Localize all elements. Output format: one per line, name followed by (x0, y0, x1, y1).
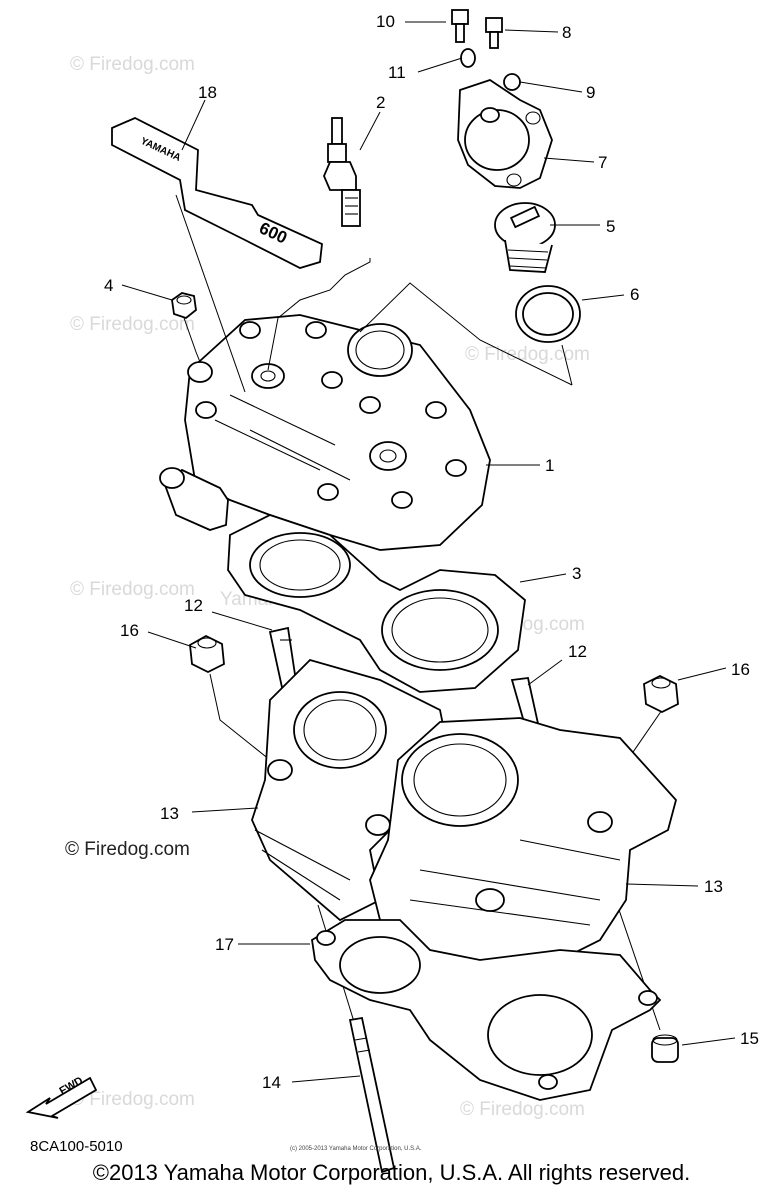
part-13-cylinder-left (251, 658, 451, 922)
part-15-nut (651, 1034, 679, 1063)
callout-9: 9 (586, 83, 595, 102)
part-1-cylinder-head (159, 314, 491, 551)
part-17-base-gasket (311, 919, 662, 1101)
part-3-head-gasket (227, 514, 526, 693)
watermark-visible: © Firedog.com (65, 839, 190, 860)
small-credit: (c) 2005-2013 Yamaha Motor Corporation, … (290, 1146, 422, 1152)
part-7-thermostat-cover (457, 79, 553, 189)
part-4-nut (171, 292, 197, 320)
part-9-washer (503, 73, 521, 91)
part-18-decal: YAMAHA 600 (111, 117, 323, 269)
callout-15: 15 (740, 1029, 759, 1048)
fwd-arrow-icon: FWD (25, 1075, 98, 1119)
callout-5: 5 (606, 217, 615, 236)
part-11-washer (460, 48, 476, 68)
callout-leaders (121, 21, 736, 1083)
callout-10: 10 (376, 12, 395, 31)
callout-12-right: 12 (568, 642, 587, 661)
copyright-footer: ©2013 Yamaha Motor Corporation, U.S.A. A… (92, 1160, 691, 1185)
callout-12-left: 12 (184, 596, 203, 615)
callout-13-left: 13 (160, 804, 179, 823)
watermark-top-left: © Firedog.com (70, 54, 195, 75)
callouts: 10 8 11 9 18 2 7 5 4 6 1 3 12 16 12 16 1… (104, 12, 759, 1092)
callout-17: 17 (215, 935, 234, 954)
part-10-bolt (451, 9, 469, 43)
callout-1: 1 (545, 456, 554, 475)
callout-16-right: 16 (731, 660, 750, 679)
watermark-bottom-right: © Firedog.com (460, 1099, 585, 1120)
callout-13-right: 13 (704, 877, 723, 896)
callout-18: 18 (198, 83, 217, 102)
watermark-mid-left: © Firedog.com (70, 314, 195, 335)
watermark-left-lower: © Firedog.com (70, 579, 195, 600)
callout-7: 7 (598, 153, 607, 172)
diagram-code: 8CA100-5010 (30, 1138, 123, 1155)
part-16-nut-right (643, 674, 679, 714)
callout-16-left: 16 (120, 621, 139, 640)
part-13-cylinder-right (369, 717, 677, 976)
watermark-bottom-left: © Firedog.com (70, 1089, 195, 1110)
part-5-thermostat (494, 202, 556, 273)
callout-4: 4 (104, 276, 113, 295)
callout-6: 6 (630, 285, 639, 304)
callout-8: 8 (562, 23, 571, 42)
callout-11: 11 (388, 63, 406, 82)
callout-3: 3 (572, 564, 581, 583)
watermark-mid-right: © Firedog.com (465, 344, 590, 365)
callout-14: 14 (262, 1073, 281, 1092)
part-8-bolt (485, 17, 503, 49)
part-2-spark-plug (323, 117, 361, 227)
part-16-nut-left (189, 634, 225, 674)
part-6-o-ring (515, 285, 581, 343)
part-14-stud (348, 1016, 396, 1174)
callout-2: 2 (376, 93, 385, 112)
